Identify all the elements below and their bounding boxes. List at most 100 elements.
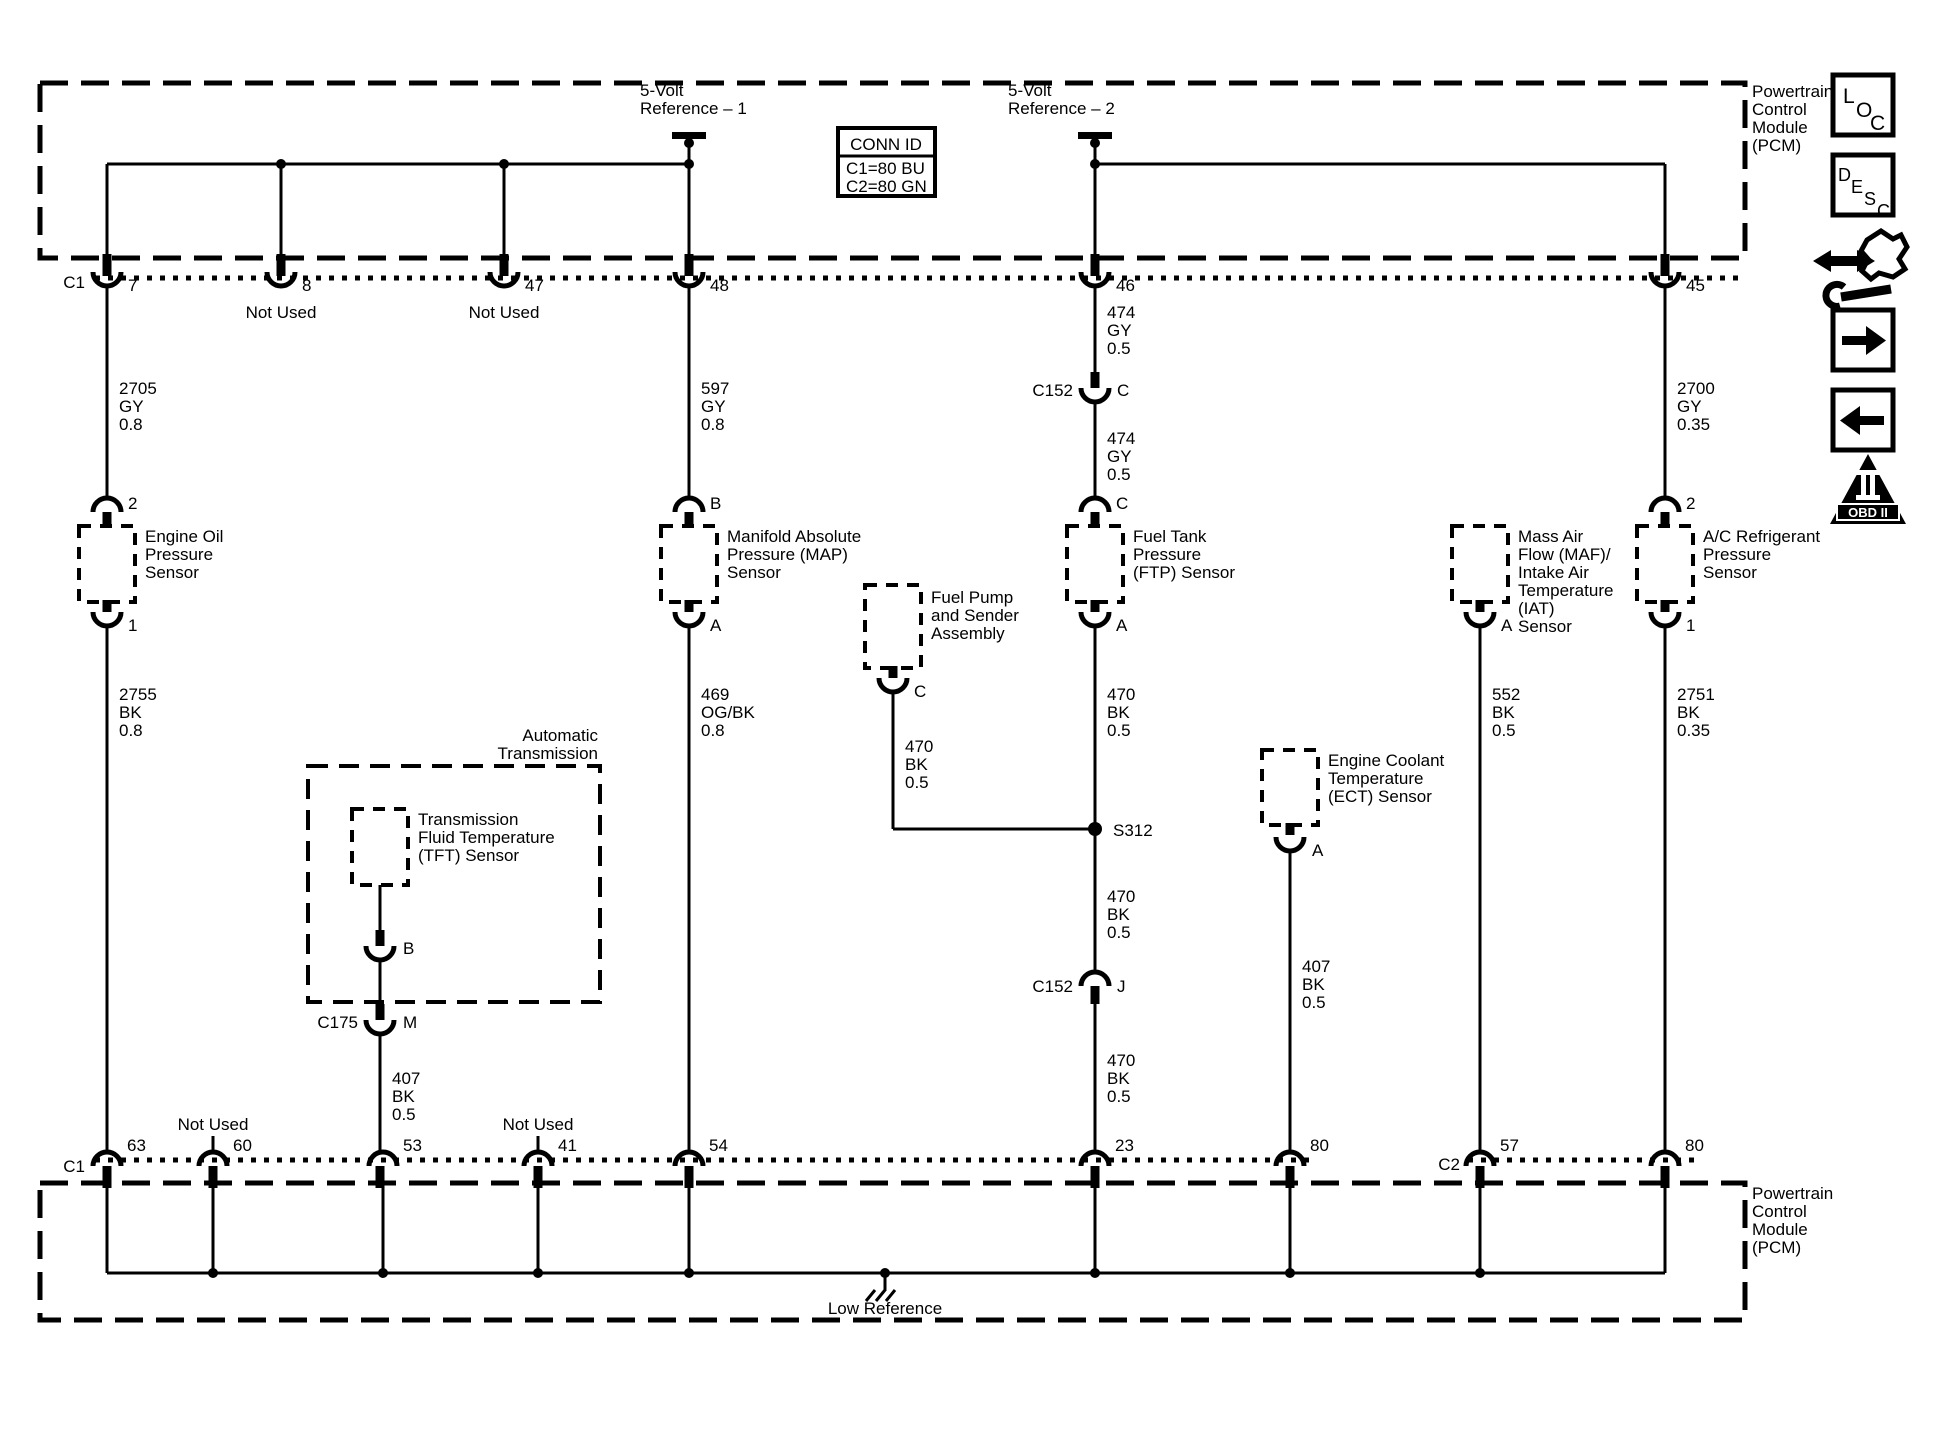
not-used-label: Not Used	[178, 1115, 249, 1134]
obd2-numeral-bar	[1870, 475, 1875, 495]
wire-label: 0.8	[119, 721, 143, 740]
pcm-pin-57: 57	[1463, 1136, 1519, 1188]
connector-label: C175	[317, 1013, 358, 1032]
pin-stub	[1285, 1166, 1295, 1188]
arrow-left-head	[1840, 406, 1860, 435]
transmission-label: Transmission	[498, 744, 598, 763]
sensor-label: Pressure	[1133, 545, 1201, 564]
pin-letter: C	[914, 682, 926, 701]
wire-label: 597	[701, 379, 729, 398]
pin-number: 48	[710, 276, 729, 295]
desc-button[interactable]: D E S C	[1830, 152, 1896, 221]
desc-box[interactable]	[1830, 152, 1896, 218]
arrow-forward-button[interactable]	[1830, 307, 1896, 373]
ground-symbol	[864, 1273, 897, 1302]
wire-label: 470	[1107, 887, 1135, 906]
pin-stub	[1660, 254, 1670, 276]
pcm-pin-47: 47 Not Used	[469, 254, 544, 322]
ftp-sensor-branch: 474 GY 0.5 C152 C 474 GY 0.5 C Fuel Tank…	[1032, 286, 1235, 1152]
pin-socket	[90, 611, 124, 629]
junction-dot	[533, 1268, 543, 1278]
arrow-left-icon	[1858, 416, 1884, 425]
wire-label: 2700	[1677, 379, 1715, 398]
pin-socket	[1078, 1149, 1112, 1167]
pin-socket	[90, 271, 124, 289]
sensor-label: Engine Oil	[145, 527, 223, 546]
junction-dot	[684, 1268, 694, 1278]
ground-hatch	[884, 1289, 897, 1302]
sensor-label: Fuel Pump	[931, 588, 1013, 607]
sensor-label: Transmission	[418, 810, 518, 829]
pin-stub	[102, 254, 112, 276]
junction-dot	[1090, 1268, 1100, 1278]
pin-number: 80	[1310, 1136, 1329, 1155]
sensor-label: Engine Coolant	[1328, 751, 1445, 770]
wire-label: BK	[1107, 703, 1130, 722]
pin-socket	[1078, 495, 1112, 513]
loc-box[interactable]	[1830, 72, 1896, 138]
wire-label: BK	[1677, 703, 1700, 722]
wire-label: 2751	[1677, 685, 1715, 704]
pin-letter: C	[1116, 494, 1128, 513]
desc-letter: S	[1864, 189, 1876, 209]
arrow-right-icon	[1842, 336, 1868, 345]
sensor-label: Intake Air	[1518, 563, 1589, 582]
sensor-label: and Sender	[931, 606, 1019, 625]
5v-ref2-label: Reference – 2	[1008, 99, 1115, 118]
splice-label: S312	[1113, 821, 1153, 840]
sensor-label: Temperature	[1518, 581, 1613, 600]
wire-label: 469	[701, 685, 729, 704]
pin-socket	[366, 1149, 400, 1167]
maf-iat-sensor-box	[1450, 524, 1510, 604]
wire-label: 552	[1492, 685, 1520, 704]
connector-c1-label: C1	[63, 1157, 85, 1176]
pin-letter: 2	[128, 494, 137, 513]
connector-c2-label: C2	[1438, 1155, 1460, 1174]
pin-stub	[684, 512, 694, 526]
pcm-pin-45: 45	[1648, 254, 1705, 295]
fuel-pump-box	[863, 583, 923, 670]
arrow-back-button[interactable]	[1830, 387, 1896, 453]
pcm-pin-80b: 80	[1648, 1136, 1704, 1188]
pin-number: 60	[233, 1136, 252, 1155]
obd2-label: OBD II	[1848, 505, 1888, 520]
junction-dot	[499, 159, 509, 169]
pin-stub	[1090, 254, 1100, 276]
pin-letter: 1	[128, 616, 137, 635]
pin-socket	[1463, 611, 1497, 629]
pin-stub	[102, 512, 112, 526]
pin-letter: 1	[1686, 616, 1695, 635]
wire-label: BK	[905, 755, 928, 774]
engine-data-icon[interactable]	[1813, 228, 1910, 310]
loc-button[interactable]: L O C	[1830, 72, 1896, 138]
sensor-label: Flow (MAF)/	[1518, 545, 1611, 564]
pin-stub	[888, 666, 898, 678]
pcm-top-connector-row: C1 7 8 Not Used 47 Not Used 48 46	[63, 254, 1742, 322]
junction-dot	[378, 1268, 388, 1278]
pin-socket	[90, 1149, 124, 1167]
wire-label: 0.5	[1107, 465, 1131, 484]
5v-ref1-label: 5-Volt	[640, 81, 684, 100]
pin-letter: 2	[1686, 494, 1695, 513]
wire-label: 474	[1107, 429, 1135, 448]
pin-stub	[499, 254, 509, 276]
wire-label: OG/BK	[701, 703, 756, 722]
terminal-dot	[684, 138, 694, 148]
junction-dot	[684, 159, 694, 169]
pin-socket	[196, 1149, 230, 1167]
pcm-pin-54: 54	[672, 1136, 728, 1188]
pin-socket	[1648, 495, 1682, 513]
wire-label: BK	[119, 703, 142, 722]
connector-c152-pin-c: C152 C	[1032, 372, 1129, 405]
fuel-pump-sender-branch: Fuel Pump and Sender Assembly C 470 BK 0…	[863, 583, 1095, 831]
maf-iat-sensor-branch: Mass Air Flow (MAF)/ Intake Air Temperat…	[1450, 524, 1613, 1152]
pcm-bottom-box	[37, 1180, 1748, 1323]
desc-letter: E	[1851, 177, 1863, 197]
obd2-numeral-serif	[1856, 470, 1880, 475]
junction-dot	[276, 159, 286, 169]
sensor-label: Fluid Temperature	[418, 828, 555, 847]
pin-socket	[1078, 969, 1112, 987]
pcm-bottom-label: Powertrain	[1752, 1184, 1833, 1203]
